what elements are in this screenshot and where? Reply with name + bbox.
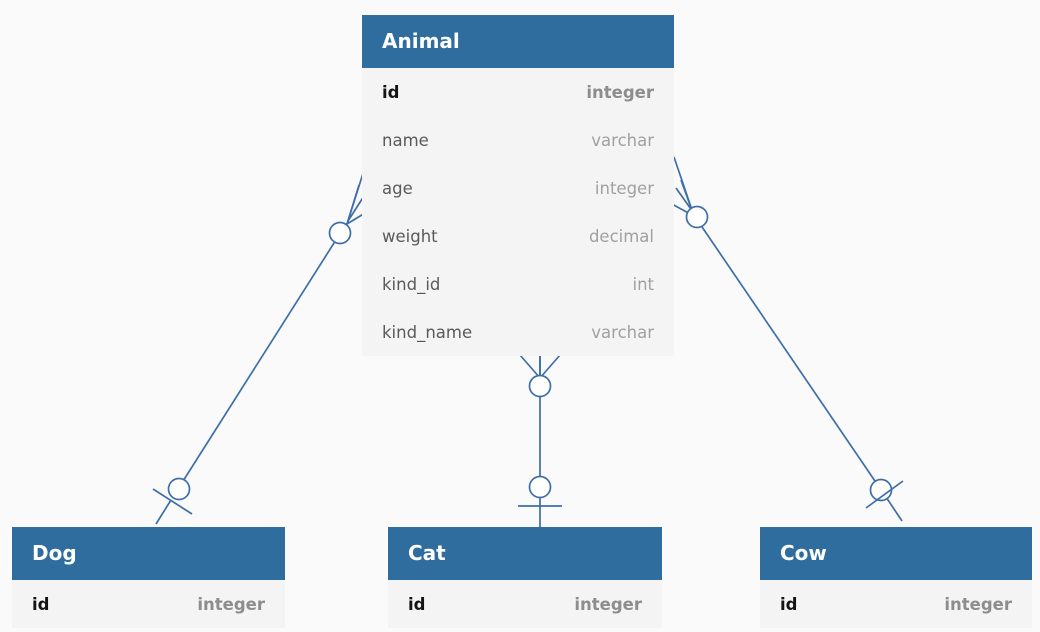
relationship-animal-cat[interactable] [518,352,562,527]
attribute-type: integer [586,82,654,102]
attribute-type: integer [944,594,1012,614]
attribute-row[interactable]: id integer [12,580,285,628]
attribute-type: varchar [591,322,654,342]
cardinality-zero-circle-dog [167,477,191,501]
cardinality-zero-circle-animal-cow [685,205,709,229]
entity-title-cat: Cat [388,527,662,580]
attribute-row[interactable]: id integer [388,580,662,628]
relationship-line-animal-cow-stub2 [883,493,903,522]
relationship-line-animal-dog [177,231,342,490]
attribute-name: id [382,82,400,102]
attribute-name: kind_name [382,322,473,342]
attribute-name: id [408,594,426,614]
entity-title-cow: Cow [760,527,1032,580]
entity-title-dog: Dog [12,527,285,580]
attribute-row[interactable]: id integer [362,68,674,116]
attribute-type: integer [197,594,265,614]
relationship-line-animal-dog-stub2 [155,499,172,525]
attribute-row[interactable]: weight decimal [362,212,674,260]
attribute-name: age [382,178,413,198]
cardinality-zero-circle-animal-cat [528,374,552,398]
attribute-row[interactable]: kind_id int [362,260,674,308]
entity-table-cow[interactable]: Cow id integer [760,527,1032,628]
attribute-name: kind_id [382,274,441,294]
entity-table-cat[interactable]: Cat id integer [388,527,662,628]
cardinality-one-tick-cow [865,480,904,509]
attribute-name: name [382,130,429,150]
attribute-name: weight [382,226,438,246]
attribute-row[interactable]: name varchar [362,116,674,164]
attribute-type: integer [574,594,642,614]
relationship-animal-dog[interactable] [152,163,371,525]
relationship-line-animal-cow-stub [675,187,694,213]
attribute-type: varchar [591,130,654,150]
cardinality-zero-circle-animal-dog [328,221,352,245]
cardinality-one-tick-dog [152,488,193,515]
attribute-name: id [780,594,798,614]
cardinality-zero-circle-cat [528,475,552,499]
attribute-row[interactable]: age integer [362,164,674,212]
attribute-name: id [32,594,50,614]
attribute-row[interactable]: kind_name varchar [362,308,674,356]
entity-table-animal[interactable]: Animal id integer name varchar age integer weig… [362,15,674,356]
attribute-type: decimal [588,226,654,246]
entity-table-dog[interactable]: Dog id integer [12,527,285,628]
attribute-type: integer [594,178,654,198]
relationship-animal-cow[interactable] [669,156,904,522]
attribute-row[interactable]: id integer [760,580,1032,628]
entity-title-animal: Animal [362,15,674,68]
attribute-type: int [632,274,654,294]
relationship-line-animal-cow [699,223,878,485]
cardinality-zero-circle-cow [869,478,893,502]
